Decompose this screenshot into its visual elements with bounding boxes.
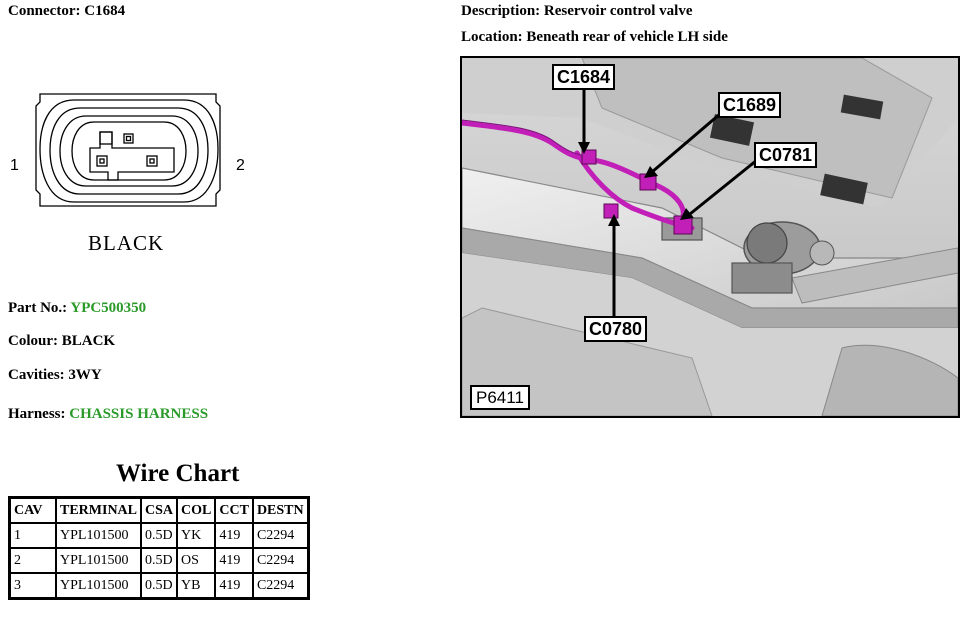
colour-value: BLACK xyxy=(61,333,116,349)
header-cell: CCT xyxy=(214,496,254,524)
table-cell: C2294 xyxy=(251,572,310,600)
description-label: Description: xyxy=(461,3,541,19)
figure-id-label: P6411 xyxy=(470,385,530,410)
colour-field: Colour: BLACK xyxy=(8,333,115,350)
header-cell: DESTN xyxy=(251,496,310,524)
table-cell: C2294 xyxy=(251,522,310,549)
table-cell: YK xyxy=(176,522,217,549)
part-no-value: YPC500350 xyxy=(70,300,147,316)
table-cell: C2294 xyxy=(251,547,310,574)
housing-ring-1 xyxy=(39,99,219,203)
location-field: Location: Beneath rear of vehicle LH sid… xyxy=(461,29,728,46)
location-value: Beneath rear of vehicle LH side xyxy=(526,29,728,45)
header-cell: COL xyxy=(176,496,217,524)
connector-diagram: 1 2 BLACK xyxy=(10,93,245,255)
callout-c0780: C0780 xyxy=(584,316,648,342)
table-cell: 0.5D xyxy=(140,572,179,600)
description-field: Description: Reservoir control valve xyxy=(461,3,692,20)
wire-chart-header-row: CAV TERMINAL CSA COL CCT DESTN xyxy=(8,496,310,524)
part-no-field: Part No.: YPC500350 xyxy=(8,300,146,317)
diagram-colour-label: BLACK xyxy=(88,231,164,255)
table-cell: 0.5D xyxy=(140,522,179,549)
table-cell: YPL101500 xyxy=(54,547,143,574)
housing-outline xyxy=(35,93,221,207)
table-cell: YB xyxy=(176,572,217,600)
harness-label: Harness: xyxy=(8,406,66,422)
harness-value: CHASSIS HARNESS xyxy=(69,406,209,422)
callout-c1684: C1684 xyxy=(552,64,616,90)
connector-value: C1684 xyxy=(84,3,126,19)
callout-c1689: C1689 xyxy=(718,92,782,118)
housing-ring-4 xyxy=(71,121,187,181)
colour-label: Colour: xyxy=(8,333,58,349)
connector-field: Connector: C1684 xyxy=(8,3,125,20)
table-cell: YPL101500 xyxy=(54,522,143,549)
part-no-label: Part No.: xyxy=(8,300,68,316)
terminal-right xyxy=(146,155,158,167)
table-cell: 0.5D xyxy=(140,547,179,574)
housing-ring-2 xyxy=(49,107,209,195)
vehicle-underbody-illustration xyxy=(462,58,958,416)
connector-label: Connector: xyxy=(8,3,81,19)
terminal-left xyxy=(96,155,108,167)
cavities-field: Cavities: 3WY xyxy=(8,367,102,384)
wire-chart-title: Wire Chart xyxy=(116,460,240,487)
terminal-top xyxy=(123,133,134,144)
table-row: 2 YPL101500 0.5D OS 419 C2294 xyxy=(8,547,310,574)
location-label: Location: xyxy=(461,29,523,45)
table-row: 1 YPL101500 0.5D YK 419 C2294 xyxy=(8,522,310,549)
table-cell: 419 xyxy=(214,572,254,600)
pin-label-2: 2 xyxy=(236,157,245,174)
table-cell: OS xyxy=(176,547,217,574)
table-cell: 419 xyxy=(214,547,254,574)
header-cell: CAV xyxy=(8,496,57,524)
harness-field: Harness: CHASSIS HARNESS xyxy=(8,406,208,423)
table-cell: 1 xyxy=(8,522,57,549)
header-cell: TERMINAL xyxy=(54,496,143,524)
table-cell: 2 xyxy=(8,547,57,574)
header-cell: CSA xyxy=(140,496,179,524)
description-value: Reservoir control valve xyxy=(543,3,693,19)
callout-c0781: C0781 xyxy=(754,142,818,168)
pin-label-1: 1 xyxy=(10,157,19,174)
housing-ring-3 xyxy=(59,115,199,187)
wire-chart-table: CAV TERMINAL CSA COL CCT DESTN 1 YPL1015… xyxy=(8,496,310,600)
table-row: 3 YPL101500 0.5D YB 419 C2294 xyxy=(8,572,310,600)
cavities-value: 3WY xyxy=(68,367,102,383)
table-cell: YPL101500 xyxy=(54,572,143,600)
location-photo: C1684 C1689 C0781 C0780 P6411 xyxy=(460,56,960,418)
table-cell: 3 xyxy=(8,572,57,600)
table-cell: 419 xyxy=(214,522,254,549)
cavities-label: Cavities: xyxy=(8,367,65,383)
